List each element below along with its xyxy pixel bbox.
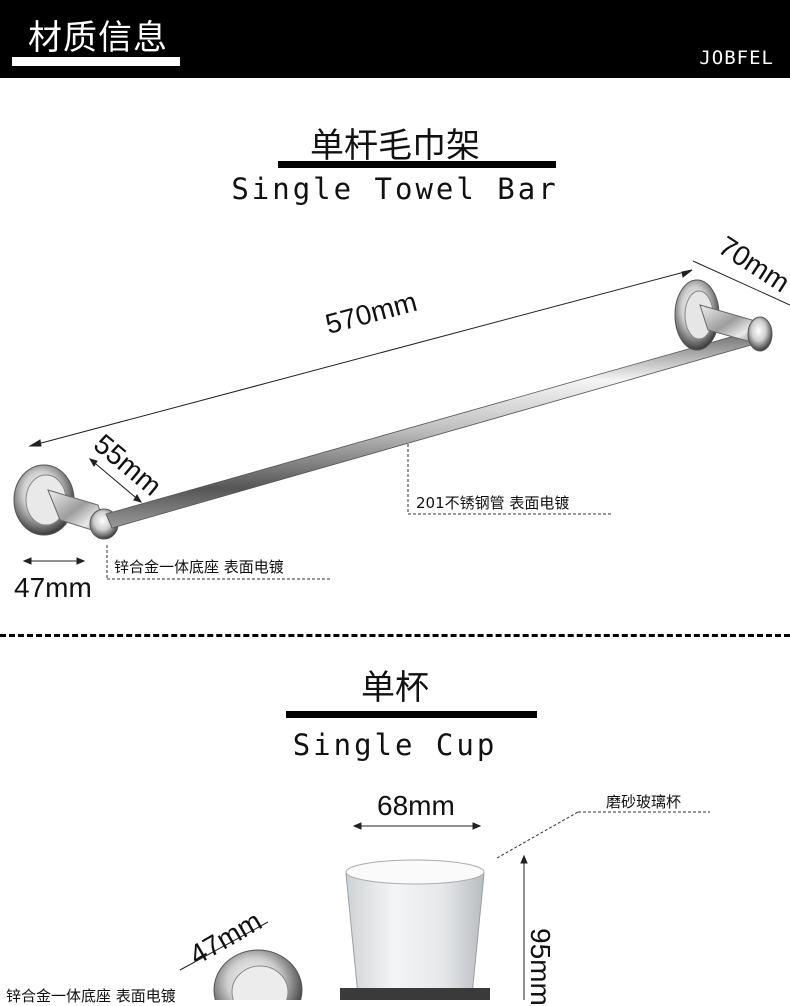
cup-illustration xyxy=(213,859,490,1000)
note-tube-material: 201不锈钢管 表面电镀 xyxy=(416,494,570,512)
section1-title-bar xyxy=(278,161,556,168)
section2-title-cn: 单杯 xyxy=(361,668,429,708)
right-wall-base xyxy=(674,279,773,352)
brand-logo-text: JOBFEL xyxy=(699,47,774,69)
dim-cup-height-label: 95mm xyxy=(525,928,556,1006)
section-divider xyxy=(0,634,790,637)
note-cup-material: 磨砂玻璃杯 xyxy=(606,793,682,811)
section2-title-en: Single Cup xyxy=(292,728,498,762)
dim-cup-width-label: 68mm xyxy=(377,790,455,821)
note-cup-base-material: 锌合金一体底座 表面电镀 xyxy=(6,987,176,1005)
left-wall-base xyxy=(13,464,119,540)
section1-title-en: Single Towel Bar xyxy=(231,172,559,206)
section1-title-cn: 单杆毛巾架 xyxy=(310,126,480,166)
header-bar: 材质信息 JOBFEL xyxy=(0,0,790,78)
section2-title-bar xyxy=(286,711,537,718)
header-title: 材质信息 xyxy=(28,18,168,58)
note-base-material: 锌合金一体底座 表面电镀 xyxy=(114,558,284,576)
dim-base-width-label: 47mm xyxy=(14,572,92,603)
header-underline xyxy=(12,57,180,66)
